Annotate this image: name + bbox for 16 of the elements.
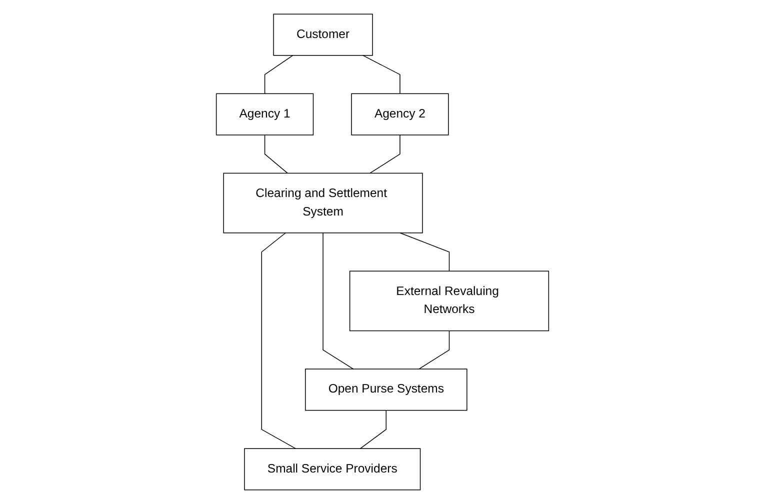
- connector: [418, 330, 450, 370]
- node-box: Agency 1: [216, 93, 314, 136]
- node-box: External Revaluing Networks: [349, 270, 550, 332]
- connector: [400, 232, 450, 272]
- node-box: Small Service Providers: [244, 448, 421, 490]
- connector: [322, 232, 354, 370]
- node-box: Agency 2: [351, 93, 449, 136]
- connector: [261, 232, 296, 449]
- connector: [264, 55, 294, 94]
- node-box: Clearing and Settlement System: [223, 172, 423, 234]
- connector: [264, 134, 288, 174]
- node-box: Customer: [273, 14, 373, 56]
- connector: [370, 134, 400, 174]
- connector: [360, 410, 387, 449]
- connector: [362, 55, 400, 94]
- node-box: Open Purse Systems: [305, 368, 468, 411]
